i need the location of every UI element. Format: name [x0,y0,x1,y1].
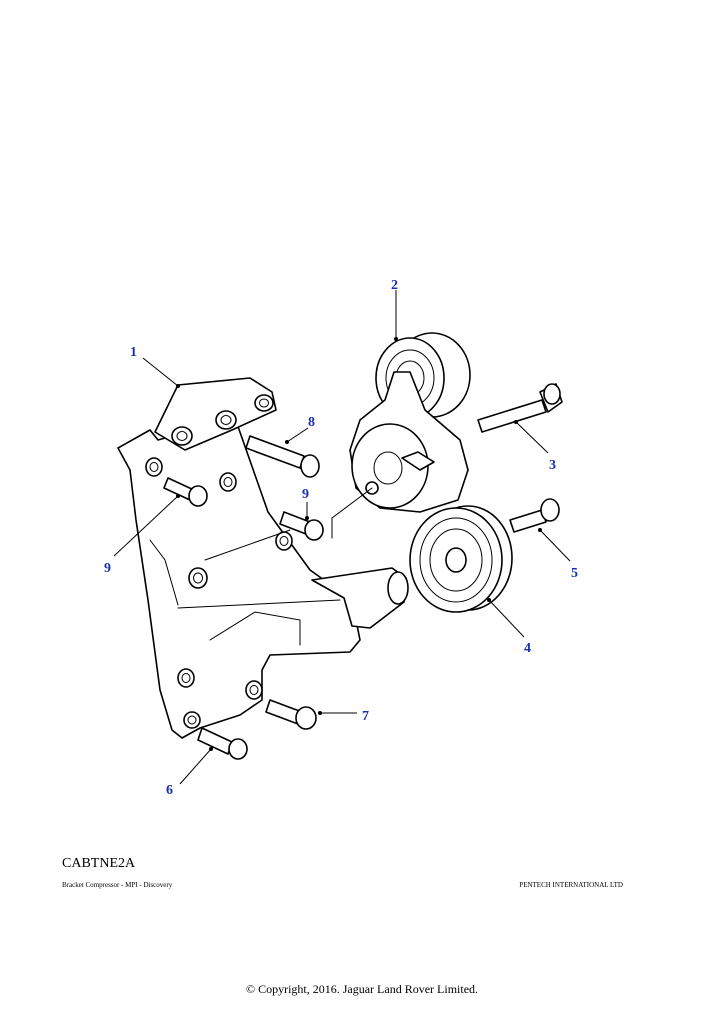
callout-2: 2 [391,278,398,293]
leader-lines [113,290,571,785]
bolt-5 [509,498,560,533]
callout-1: 1 [130,345,137,360]
callout-5: 5 [571,566,578,581]
callout-9-upper: 9 [302,487,309,502]
bolt-9-upper [163,477,208,507]
belt-tensioner [331,332,471,539]
idler-pulley [409,505,513,613]
bolt-3 [477,383,563,433]
callout-4: 4 [524,641,531,656]
bolt-6 [197,727,248,760]
callout-8: 8 [308,415,315,430]
compressor-bracket [117,377,409,739]
drawing-code: CABTNE2A [62,856,136,871]
bolt-8 [245,435,320,478]
bolt-7 [265,699,317,730]
company-name: PENTECH INTERNATIONAL LTD [519,881,623,889]
drawing-description: Bracket Compressor - MPI - Discovery [62,881,173,889]
callout-9-lower: 9 [104,561,111,576]
callout-7: 7 [362,709,369,724]
callout-3: 3 [549,458,556,473]
copyright-notice: © Copyright, 2016. Jaguar Land Rover Lim… [245,982,479,996]
callout-6: 6 [166,783,173,798]
callout-numbers: 1 2 3 4 5 6 7 8 9 9 [104,278,578,798]
bolt-9-lower [279,511,324,541]
